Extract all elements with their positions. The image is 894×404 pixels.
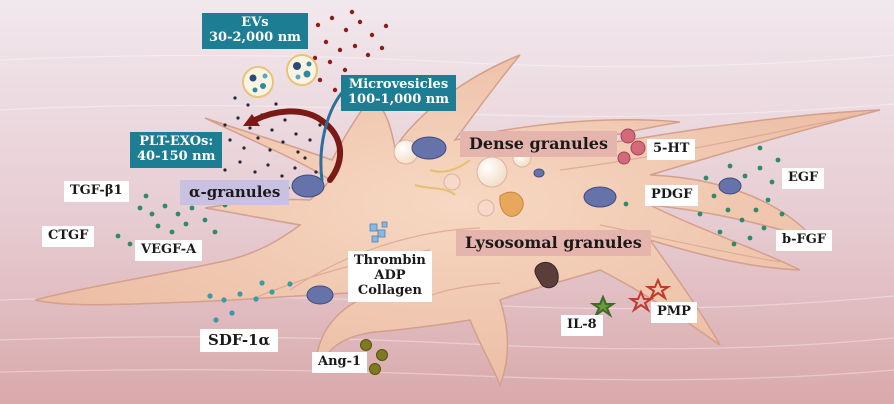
microvesicles-title: Microvesicles xyxy=(348,78,449,93)
pdgf-label: PDGF xyxy=(645,185,698,206)
thrombin-label: Thrombin xyxy=(354,254,426,269)
plt-exos-label: PLT-EXOs: 40-150 nm xyxy=(130,132,222,168)
evs-title: EVs xyxy=(209,16,301,31)
plt-exos-size: 40-150 nm xyxy=(137,150,215,165)
exosome-cluster-icon xyxy=(243,67,273,97)
b-fgf-label: b-FGF xyxy=(776,230,832,251)
microvesicles-label: Microvesicles 100-1,000 nm xyxy=(341,75,456,111)
vegf-a-label: VEGF-A xyxy=(135,240,202,261)
microvesicle-cluster-icon xyxy=(287,55,317,85)
collagen-label: Collagen xyxy=(354,284,426,299)
pmp-label: PMP xyxy=(651,302,697,323)
evs-label: EVs 30-2,000 nm xyxy=(202,13,308,49)
ang-1-label: Ang-1 xyxy=(312,352,367,373)
plt-exos-title: PLT-EXOs: xyxy=(137,135,215,150)
adp-label: ADP xyxy=(354,269,426,284)
il-8-label: IL-8 xyxy=(561,315,603,336)
evs-size: 30-2,000 nm xyxy=(209,31,301,46)
lysosomal-granules-label: Lysosomal granules xyxy=(456,230,651,256)
alpha-granules-label: α-granules xyxy=(180,180,289,205)
ctgf-label: CTGF xyxy=(42,226,94,247)
microvesicles-size: 100-1,000 nm xyxy=(348,93,449,108)
agonists-label: Thrombin ADP Collagen xyxy=(348,251,432,302)
dense-granules-label: Dense granules xyxy=(460,131,617,157)
serotonin-label: 5-HT xyxy=(647,139,695,160)
tgf-b1-label: TGF-β1 xyxy=(64,181,129,202)
sdf-1a-label: SDF-1α xyxy=(200,329,278,352)
egf-label: EGF xyxy=(782,168,824,189)
